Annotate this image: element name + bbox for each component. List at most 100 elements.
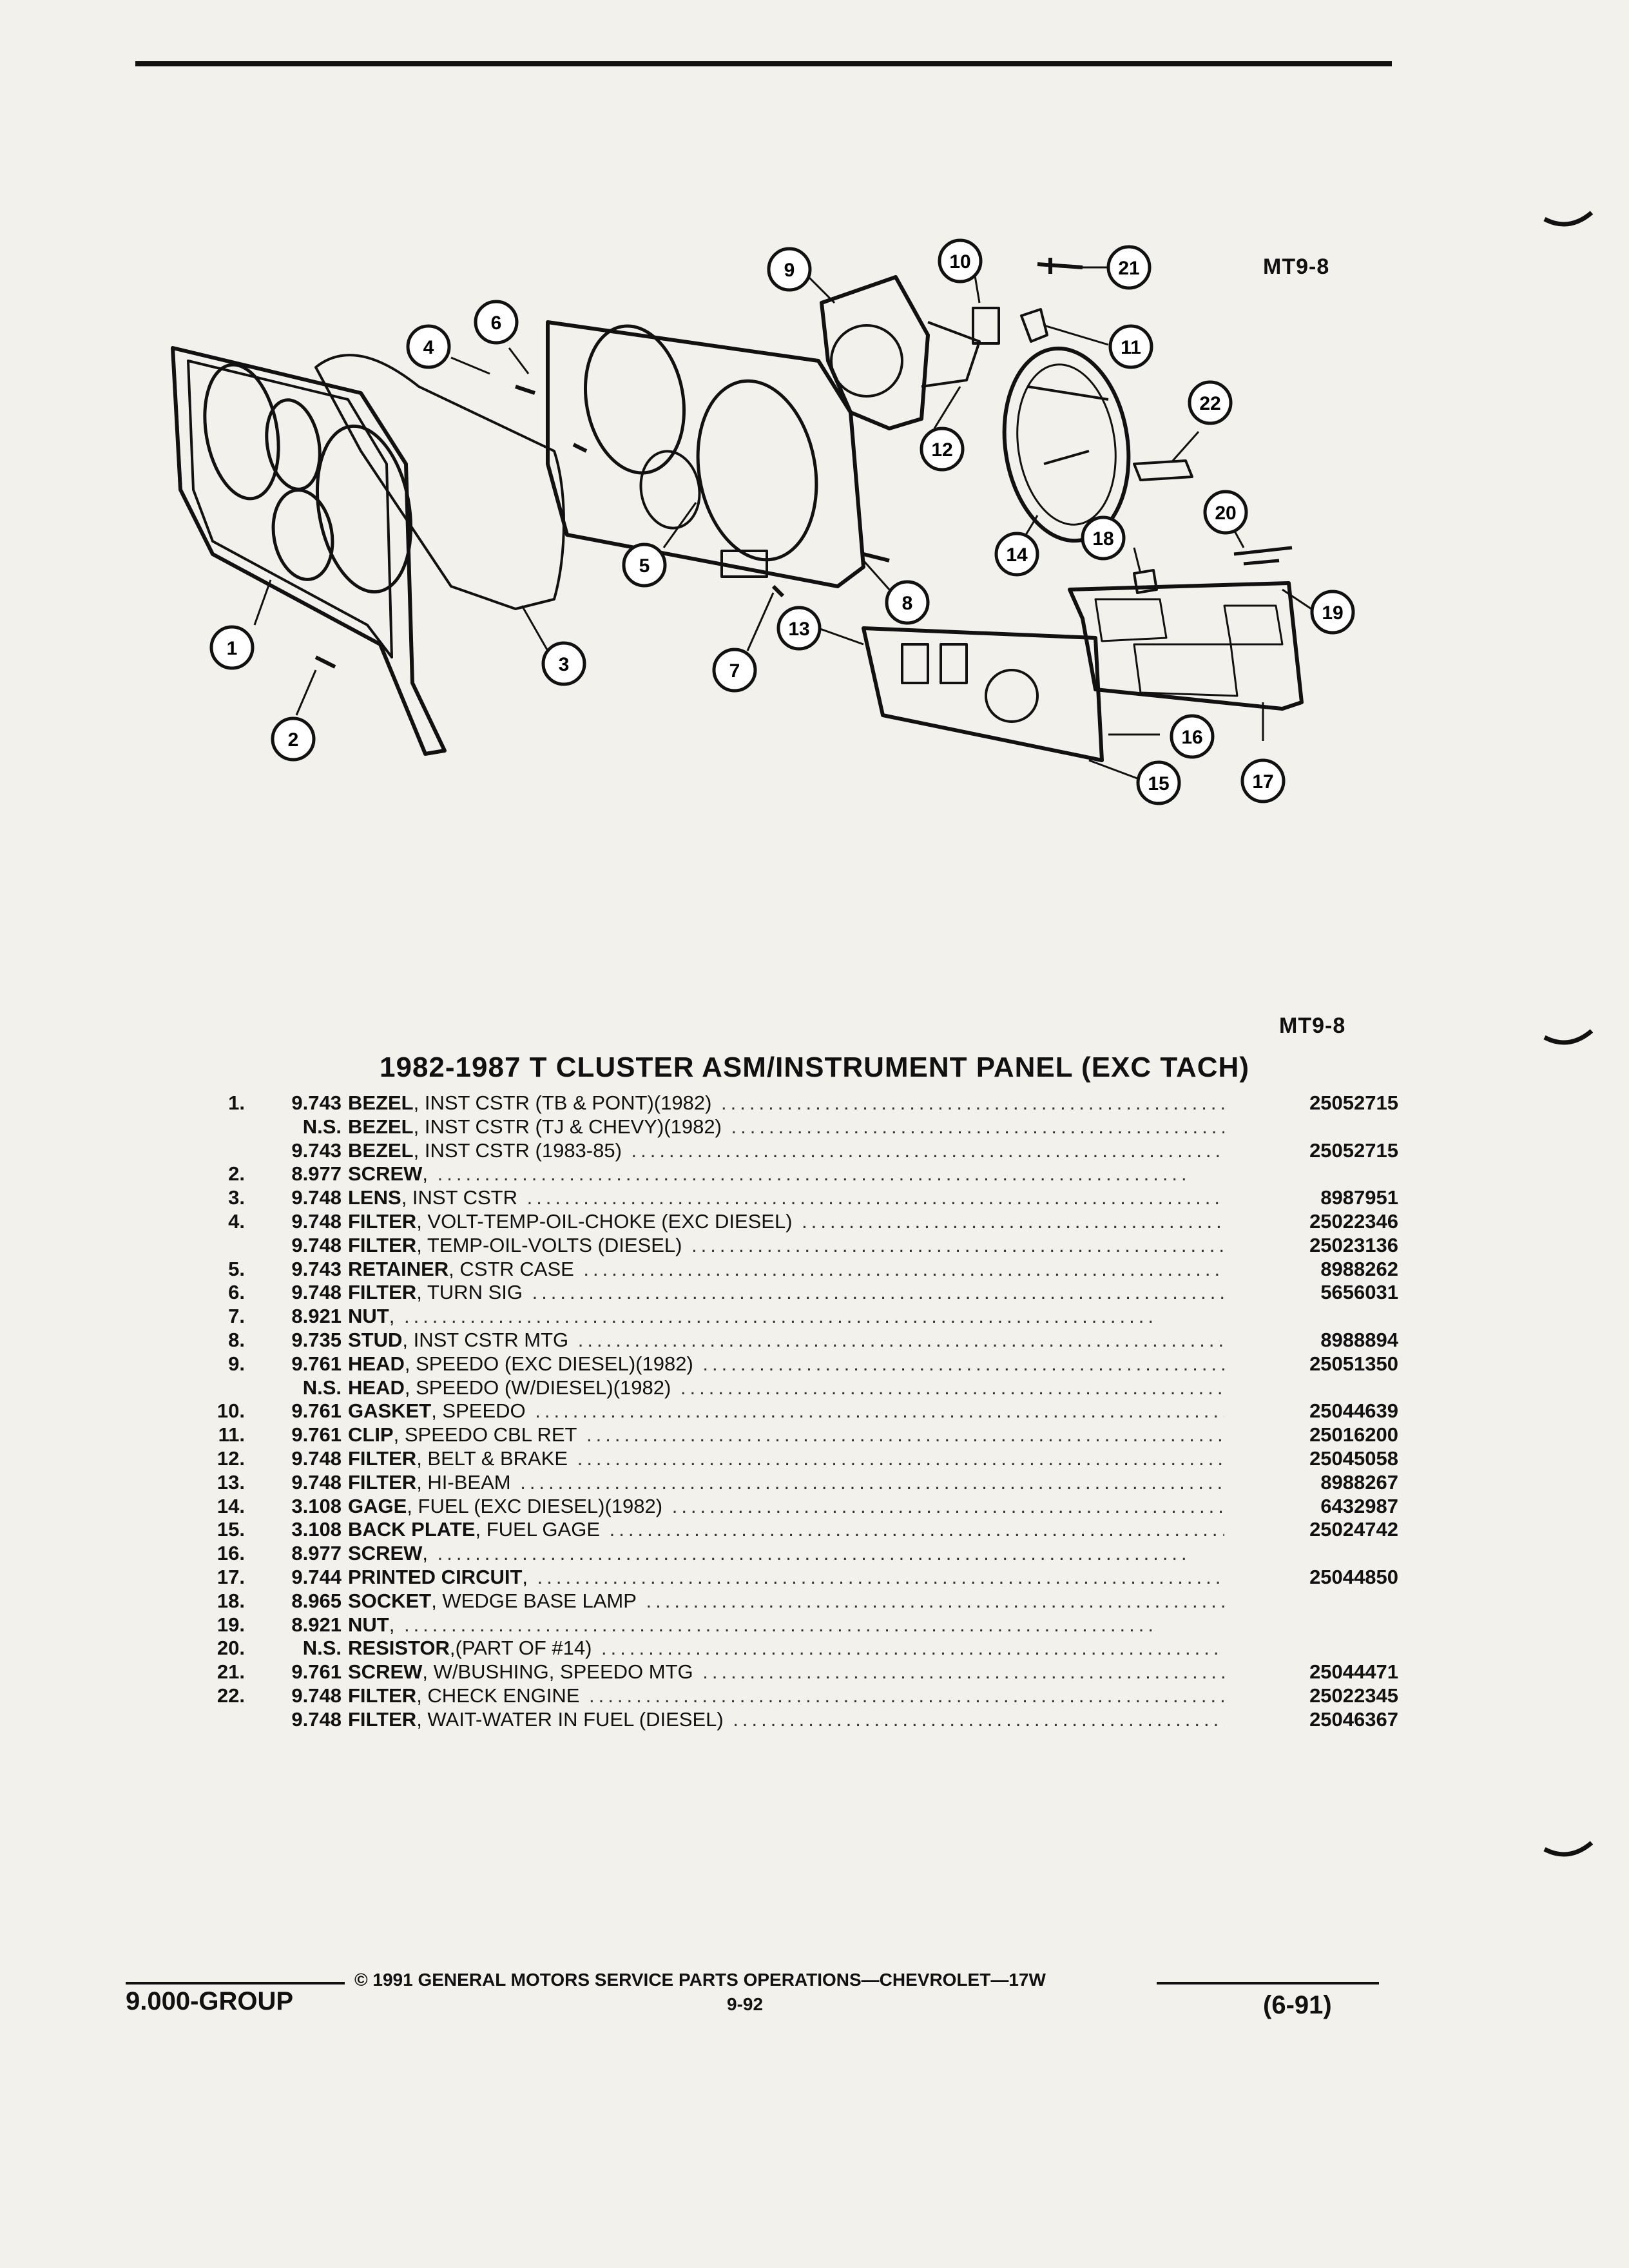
callout-15: 15 [1136, 760, 1181, 805]
part-name: PRINTED CIRCUIT [348, 1565, 523, 1588]
svg-text:6: 6 [491, 312, 502, 334]
group-label: 9.000-GROUP [126, 1987, 294, 2015]
part-number: 25046367 [1309, 1707, 1398, 1731]
leader-dots: ........................................… [691, 1233, 1224, 1256]
part-qualifier: , INST CSTR MTG [402, 1328, 569, 1351]
callout-9: 9 [767, 247, 812, 292]
part-name: FILTER [348, 1209, 417, 1233]
callout-5: 5 [622, 543, 667, 588]
part-description: BACK PLATE, FUEL GAGE ..................… [348, 1518, 1224, 1541]
part-qualifier: , [422, 1162, 429, 1186]
svg-text:4: 4 [423, 337, 434, 358]
item-number: 5. [228, 1257, 245, 1280]
part-qualifier: , TEMP-OIL-VOLTS (DIESEL) [416, 1233, 682, 1256]
part-number: 8988894 [1320, 1328, 1398, 1351]
callout-20: 20 [1203, 490, 1248, 535]
item-number: 11. [218, 1423, 245, 1446]
part-qualifier: , INST CSTR (1983-85) [413, 1139, 622, 1162]
item-number: 4. [228, 1209, 245, 1233]
filter-22-part [1133, 459, 1193, 481]
svg-text:12: 12 [931, 439, 952, 461]
table-row: N.S.HEAD, SPEEDO (W/DIESEL)(1982) ......… [187, 1376, 1392, 1400]
callouts: 1 2 3 4 5 6 7 8 9 10 11 12 13 14 15 16 1… [209, 238, 1355, 805]
group-code: N.S. [302, 1115, 342, 1138]
svg-text:22: 22 [1199, 393, 1220, 414]
part-name: BEZEL [348, 1115, 414, 1138]
leader-dots: ........................................… [510, 1470, 1224, 1494]
leader-dots: ........................................… [528, 1565, 1224, 1588]
svg-text:19: 19 [1322, 602, 1343, 624]
footer-rule-left [126, 1982, 345, 1984]
callout-21: 21 [1106, 245, 1152, 290]
group-code: 9.761 [291, 1352, 342, 1375]
group-code: 3.108 [291, 1518, 342, 1541]
part-name: BEZEL [348, 1139, 414, 1162]
item-number: 20. [217, 1637, 245, 1660]
leader-dots: ........................................… [428, 1542, 1191, 1565]
leader-dots: ........................................… [802, 1209, 1224, 1233]
svg-text:16: 16 [1181, 727, 1202, 748]
part-number: 25022345 [1309, 1684, 1398, 1707]
part-qualifier: , CSTR CASE [448, 1257, 574, 1280]
leader-dots: ........................................… [394, 1305, 1157, 1328]
resistor-part [1233, 546, 1293, 566]
part-qualifier: , WEDGE BASE LAMP [431, 1589, 637, 1612]
leader-dots: ........................................… [589, 1684, 1224, 1707]
part-description: BEZEL, INST CSTR (1983-85) .............… [348, 1139, 1224, 1162]
revision-date: (6-91) [1263, 1991, 1332, 2019]
part-qualifier: , HI-BEAM [416, 1470, 511, 1494]
part-qualifier: , [422, 1542, 429, 1565]
item-number: 2. [228, 1162, 245, 1186]
svg-text:11: 11 [1121, 337, 1141, 358]
group-code: 9.748 [291, 1707, 342, 1731]
part-qualifier: , INST CSTR (TJ & CHEVY)(1982) [413, 1115, 722, 1138]
part-number: 25045058 [1309, 1446, 1398, 1470]
speedo-head-part [820, 275, 981, 430]
leader-dots: ........................................… [680, 1376, 1224, 1399]
group-code: 3.108 [291, 1494, 342, 1517]
footer-rule-right [1157, 1982, 1379, 1984]
lens-part [314, 354, 565, 610]
group-code: 9.761 [291, 1399, 342, 1423]
part-name: SCREW [348, 1542, 423, 1565]
svg-text:8: 8 [902, 593, 913, 614]
callout-10: 10 [938, 238, 983, 284]
part-description: SCREW, .................................… [348, 1162, 1224, 1186]
svg-text:1: 1 [227, 638, 238, 659]
part-qualifier: , SPEEDO (EXC DIESEL)(1982) [404, 1352, 693, 1375]
item-number: 19. [217, 1613, 245, 1636]
callout-2: 2 [271, 716, 316, 762]
part-description: NUT, ...................................… [348, 1305, 1224, 1328]
callout-16: 16 [1170, 714, 1215, 759]
leader-dots: ........................................… [525, 1399, 1224, 1423]
part-description: GAGE, FUEL (EXC DIESEL)(1982) ..........… [348, 1495, 1224, 1518]
part-number: 25052715 [1309, 1091, 1398, 1114]
fuel-gage-part [1002, 346, 1131, 543]
svg-text:13: 13 [788, 619, 809, 640]
svg-text:21: 21 [1118, 258, 1139, 279]
leader-dots: ........................................… [586, 1423, 1224, 1446]
part-number: 25044471 [1309, 1660, 1398, 1684]
leader-dots: ........................................… [583, 1257, 1224, 1280]
part-name: HEAD [348, 1376, 405, 1399]
part-number: 25016200 [1309, 1423, 1398, 1446]
item-number: 6. [228, 1281, 245, 1304]
part-qualifier: , [522, 1565, 528, 1588]
leader-dots: ........................................… [428, 1162, 1191, 1186]
item-number: 1. [228, 1091, 245, 1114]
part-qualifier: , [389, 1305, 395, 1328]
callout-14: 14 [994, 532, 1039, 577]
item-number: 16. [217, 1542, 245, 1565]
part-description: FILTER, TURN SIG .......................… [348, 1281, 1224, 1304]
